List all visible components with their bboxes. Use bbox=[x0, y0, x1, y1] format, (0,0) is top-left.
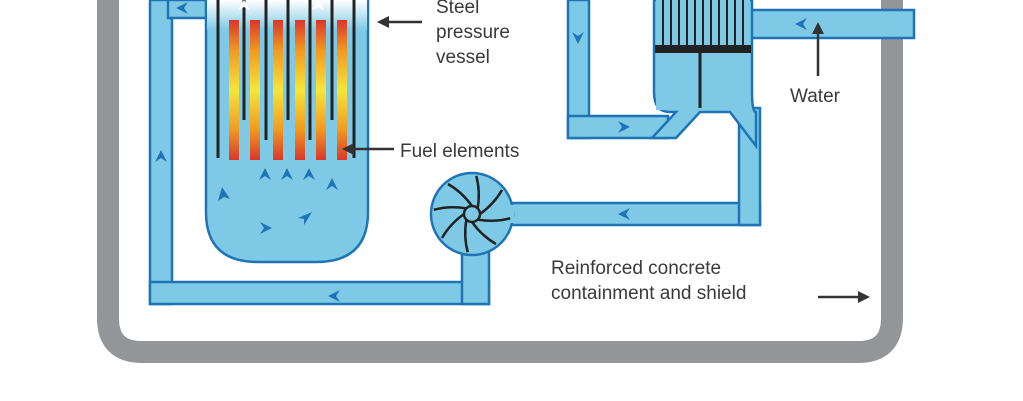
water-label: Water bbox=[790, 86, 840, 107]
steel-pressure-vessel bbox=[204, 0, 370, 264]
control-rods bbox=[216, 0, 356, 158]
fuel-elements bbox=[229, 20, 347, 160]
flow-arrows bbox=[155, 2, 807, 302]
fuel-elements-label: Fuel elements bbox=[400, 141, 520, 162]
label-line: pressure bbox=[436, 22, 510, 43]
concrete-containment bbox=[97, 0, 903, 363]
label-line: Reinforced concrete bbox=[551, 258, 722, 279]
tube-sheet bbox=[655, 45, 751, 53]
coolant-pump bbox=[429, 171, 515, 257]
callout-pointers bbox=[342, 16, 870, 303]
label-line: Steel bbox=[436, 0, 480, 18]
label-line: containment and shield bbox=[551, 283, 747, 304]
steam-arrows bbox=[238, 0, 324, 10]
steam-tubes bbox=[662, 0, 744, 46]
steel-pressure-vessel-label: Steel pressure vessel bbox=[436, 0, 510, 70]
label-line: vessel bbox=[436, 47, 490, 68]
containment-label: Reinforced concrete containment and shie… bbox=[551, 256, 746, 306]
